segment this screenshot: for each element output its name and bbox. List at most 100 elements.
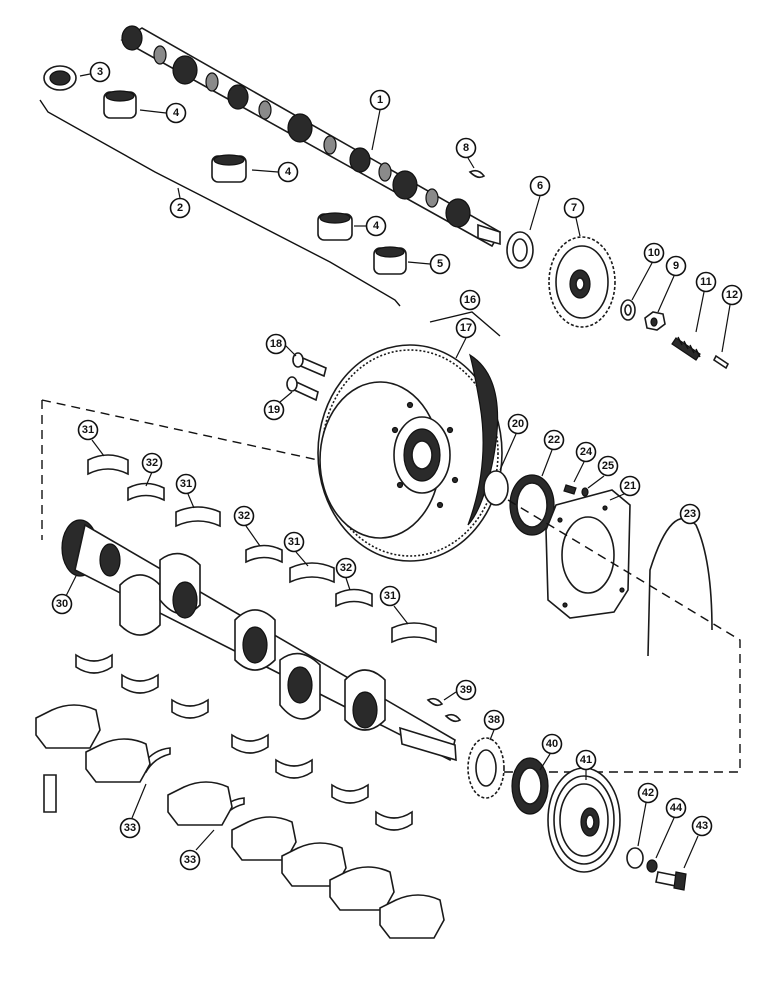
thrust-plate-6 bbox=[506, 231, 534, 269]
crankshaft-30 bbox=[61, 519, 457, 762]
svg-text:41: 41 bbox=[580, 754, 592, 766]
bearing-shell-32-a bbox=[127, 482, 165, 502]
callout-33-b: 33 bbox=[179, 829, 215, 871]
callout-8: 8 bbox=[455, 137, 477, 169]
bolt-18 bbox=[292, 352, 327, 378]
cam-bearing-4-upper bbox=[103, 90, 137, 119]
key-39-b bbox=[444, 713, 462, 723]
svg-text:43: 43 bbox=[696, 820, 708, 832]
svg-text:19: 19 bbox=[268, 404, 280, 416]
washer-25 bbox=[581, 487, 589, 497]
svg-text:44: 44 bbox=[670, 802, 683, 814]
svg-text:31: 31 bbox=[288, 536, 300, 548]
svg-text:24: 24 bbox=[580, 446, 593, 458]
svg-text:32: 32 bbox=[340, 562, 352, 574]
callout-11: 11 bbox=[695, 271, 717, 333]
bearing-shell-32-c bbox=[335, 588, 373, 608]
pulley-41 bbox=[547, 767, 621, 873]
svg-text:17: 17 bbox=[460, 322, 472, 334]
camshaft bbox=[120, 25, 502, 248]
svg-text:31: 31 bbox=[82, 424, 94, 436]
callout-41: 41 bbox=[575, 749, 597, 780]
svg-text:31: 31 bbox=[180, 478, 192, 490]
o-ring-20 bbox=[483, 470, 509, 506]
callout-31-d: 31 bbox=[379, 585, 409, 625]
callout-16: 16 bbox=[459, 289, 481, 311]
gasket-23 bbox=[647, 517, 713, 657]
callout-20: 20 bbox=[499, 413, 529, 471]
svg-text:2: 2 bbox=[177, 202, 183, 214]
callout-25: 25 bbox=[587, 455, 619, 489]
callout-21: 21 bbox=[609, 475, 641, 501]
bearing-shell-31-a bbox=[87, 454, 129, 476]
svg-text:8: 8 bbox=[463, 142, 469, 154]
front-seal-40 bbox=[511, 757, 549, 815]
svg-text:3: 3 bbox=[97, 66, 103, 78]
bolt-24 bbox=[563, 484, 577, 495]
callout-12: 12 bbox=[721, 284, 743, 353]
callout-4-a: 4 bbox=[139, 102, 187, 124]
svg-text:33: 33 bbox=[124, 822, 136, 834]
svg-text:40: 40 bbox=[546, 738, 558, 750]
callout-30: 30 bbox=[51, 575, 77, 615]
callout-38: 38 bbox=[483, 709, 505, 741]
callout-layer: 1 2 3 4 4 4 5 6 7 8 9 10 11 12 16 17 18 … bbox=[51, 61, 743, 871]
callout-3: 3 bbox=[79, 61, 111, 83]
svg-text:7: 7 bbox=[571, 202, 577, 214]
svg-text:22: 22 bbox=[548, 434, 560, 446]
svg-text:1: 1 bbox=[377, 94, 383, 106]
bearing-shell-31-b bbox=[175, 506, 221, 528]
svg-text:23: 23 bbox=[684, 508, 696, 520]
svg-text:25: 25 bbox=[602, 460, 614, 472]
callout-43: 43 bbox=[683, 815, 713, 869]
svg-text:33: 33 bbox=[184, 854, 196, 866]
cam-bearing-4-lower bbox=[317, 212, 353, 241]
callout-32-b: 32 bbox=[233, 505, 261, 547]
svg-text:12: 12 bbox=[726, 289, 738, 301]
bolt-19 bbox=[286, 376, 319, 402]
callout-32-c: 32 bbox=[335, 557, 357, 591]
washer-42 bbox=[626, 847, 644, 869]
callout-1: 1 bbox=[369, 89, 391, 151]
svg-text:11: 11 bbox=[700, 276, 712, 288]
svg-text:20: 20 bbox=[512, 418, 524, 430]
cam-bearing-3 bbox=[43, 65, 77, 91]
nut-9 bbox=[644, 311, 666, 331]
cam-bearing-5 bbox=[373, 246, 407, 275]
woodruff-key-8 bbox=[468, 169, 486, 179]
main-bearing-caps bbox=[35, 704, 445, 939]
camshaft-gear-7 bbox=[548, 236, 616, 328]
svg-text:30: 30 bbox=[56, 598, 68, 610]
callout-33-a: 33 bbox=[119, 783, 147, 839]
callout-10: 10 bbox=[631, 242, 665, 301]
callout-4-b: 4 bbox=[251, 161, 299, 183]
svg-text:10: 10 bbox=[648, 247, 660, 259]
callout-22: 22 bbox=[541, 429, 565, 477]
svg-text:4: 4 bbox=[173, 107, 180, 119]
svg-text:4: 4 bbox=[285, 166, 292, 178]
svg-text:39: 39 bbox=[460, 684, 472, 696]
svg-text:18: 18 bbox=[270, 338, 282, 350]
callout-42: 42 bbox=[637, 782, 659, 847]
callout-23: 23 bbox=[679, 503, 701, 525]
callout-31-a: 31 bbox=[77, 419, 105, 457]
oil-seal-22 bbox=[509, 474, 555, 536]
callout-24: 24 bbox=[573, 441, 597, 483]
bearing-shell-32-b bbox=[245, 544, 283, 564]
callout-6: 6 bbox=[529, 175, 551, 231]
svg-text:5: 5 bbox=[437, 258, 443, 270]
callout-31-b: 31 bbox=[175, 473, 197, 509]
svg-text:9: 9 bbox=[673, 260, 679, 272]
bearing-shell-31-d bbox=[391, 622, 437, 644]
callout-31-c: 31 bbox=[283, 531, 309, 567]
bearing-shell-31-c bbox=[289, 562, 335, 584]
bracket-2 bbox=[39, 99, 401, 307]
flywheel-16 bbox=[317, 344, 503, 562]
lower-bearing-shells bbox=[75, 653, 413, 831]
lock-washer-44 bbox=[646, 859, 658, 873]
svg-text:32: 32 bbox=[146, 457, 158, 469]
svg-text:42: 42 bbox=[642, 787, 654, 799]
washer-10 bbox=[620, 299, 636, 321]
svg-text:38: 38 bbox=[488, 714, 500, 726]
